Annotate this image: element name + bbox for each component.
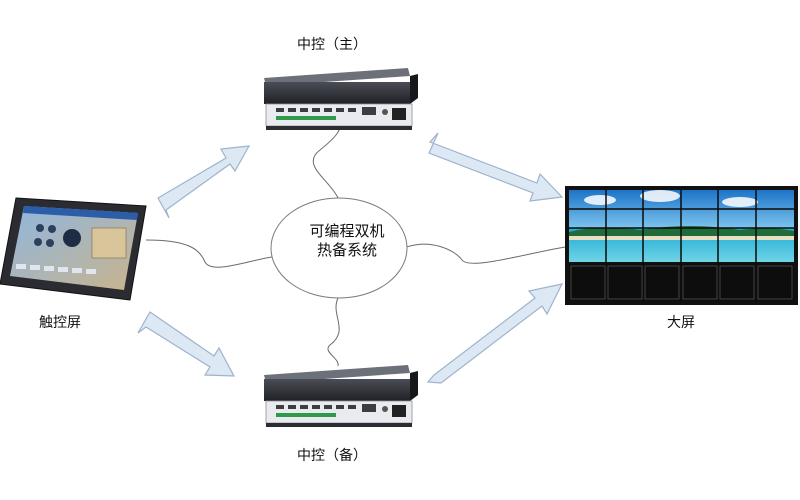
cable-to-master <box>312 121 341 199</box>
cable-to-backup <box>327 297 340 367</box>
hot-standby-system-label: 可编程双机 热备系统 <box>282 222 412 260</box>
hot-standby-line-1: 可编程双机 <box>309 222 385 240</box>
arrow-touch-to-backup <box>137 311 236 377</box>
backup-controller-icon <box>264 365 418 427</box>
hot-standby-line-2: 热备系统 <box>316 241 377 259</box>
backup-controller-label: 中控（备） <box>297 448 367 464</box>
touch-panel-icon <box>0 197 147 301</box>
master-controller-icon <box>264 68 418 130</box>
video-wall-label: 大屏 <box>667 315 695 331</box>
video-wall-icon <box>565 186 798 305</box>
hot-standby-ellipse <box>270 197 408 299</box>
touch-panel-label: 触控屏 <box>39 315 81 331</box>
arrow-touch-to-master <box>157 145 251 219</box>
flow-arrows <box>137 132 564 384</box>
arrow-backup-to-screen <box>426 283 564 384</box>
cable-to-screen <box>403 243 566 264</box>
arrow-master-to-screen <box>428 132 564 202</box>
master-controller-label: 中控（主） <box>297 37 367 53</box>
cable-to-touch <box>145 239 273 268</box>
